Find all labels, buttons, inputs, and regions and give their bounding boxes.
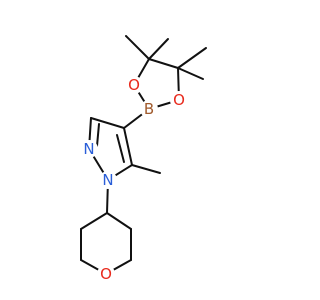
bond-c5-methyl xyxy=(131,164,161,174)
bond-methyl-2 xyxy=(125,35,150,60)
bond-n2-c3-double xyxy=(96,123,100,147)
bond-c4-c5-double xyxy=(116,134,125,163)
bond-c4-c5 xyxy=(123,127,133,166)
bonds xyxy=(80,35,207,275)
bond-ox-1 xyxy=(80,212,108,230)
atom-boron: B xyxy=(144,100,154,118)
bond-cq1-cq2 xyxy=(148,58,179,69)
atom-labels: B O O N N O xyxy=(80,76,188,283)
atom-oxane-o: O xyxy=(100,265,112,283)
bond-methyl-3 xyxy=(177,47,207,69)
bond-c3-c4 xyxy=(90,117,125,129)
bond-ox-6 xyxy=(106,212,132,230)
chemical-structure: B O O N N O xyxy=(80,35,207,283)
atom-pyrazole-n2: N xyxy=(83,140,94,158)
bond-methyl-4 xyxy=(177,67,204,80)
atom-dioxaborolane-o1: O xyxy=(128,76,140,94)
atom-pyrazole-n1: N xyxy=(102,171,113,189)
bond-methyl-1 xyxy=(148,38,169,60)
atom-dioxaborolane-o2: O xyxy=(173,91,185,109)
